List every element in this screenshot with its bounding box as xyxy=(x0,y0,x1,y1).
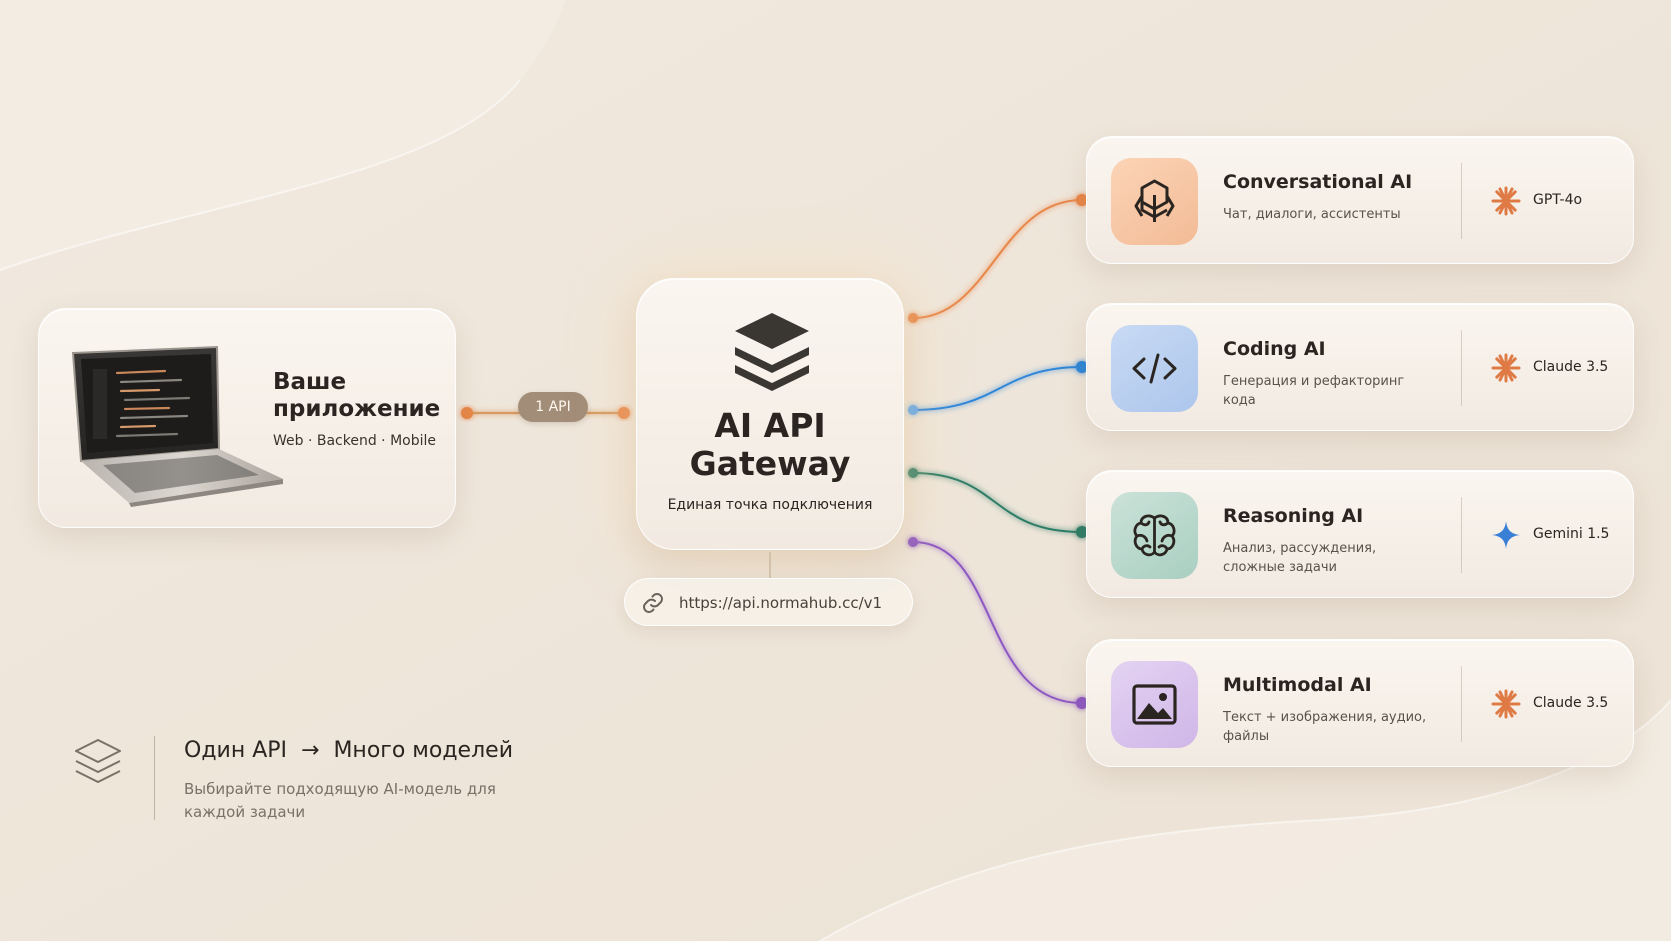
image-icon xyxy=(1111,661,1198,748)
model-description: Генерация и рефакторинг кода xyxy=(1223,374,1405,408)
caption-subtitle: Выбирайте подходящую AI-модель для каждо… xyxy=(184,780,496,821)
layers-icon xyxy=(735,313,809,391)
model-card-multimodal[interactable]: Multimodal AI Текст + изображения, аудио… xyxy=(1086,639,1634,767)
divider xyxy=(1461,163,1462,239)
divider xyxy=(1461,666,1462,742)
model-description: Чат, диалоги, ассистенты xyxy=(1223,207,1401,222)
gateway-title: AI API Gateway xyxy=(689,406,851,483)
model-name: Claude 3.5 xyxy=(1533,695,1609,711)
app-title: Ваше приложение xyxy=(273,369,441,422)
asterisk-icon xyxy=(1491,186,1521,216)
model-name: Claude 3.5 xyxy=(1533,359,1609,375)
laptop-icon xyxy=(71,345,283,507)
divider xyxy=(1461,330,1462,406)
caption-divider xyxy=(154,736,155,820)
app-subtitle: Web · Backend · Mobile xyxy=(273,433,437,449)
sparkle-icon xyxy=(1492,521,1520,549)
gateway-card: AI API Gateway Единая точка подключения xyxy=(636,278,904,550)
arrow-right-icon: → xyxy=(301,738,320,763)
api-count-pill: 1 API xyxy=(518,392,588,422)
divider xyxy=(1461,497,1462,573)
model-name: GPT-4o xyxy=(1533,192,1583,208)
model-name: Gemini 1.5 xyxy=(1533,526,1610,542)
caption-left: Один API xyxy=(184,738,288,763)
model-title: Conversational AI xyxy=(1223,171,1413,193)
asterisk-icon xyxy=(1491,353,1521,383)
gateway-url[interactable]: https://api.normahub.cc/v1 xyxy=(624,578,913,626)
code-icon xyxy=(1111,325,1198,412)
caption-title: Один API → Много моделей xyxy=(184,738,513,763)
model-title: Reasoning AI xyxy=(1223,505,1364,527)
gateway-url-text: https://api.normahub.cc/v1 xyxy=(679,594,883,612)
layers-outline-icon xyxy=(75,739,121,783)
brain-icon xyxy=(1111,492,1198,579)
link-icon xyxy=(643,593,663,613)
openai-knot-icon xyxy=(1111,158,1198,245)
model-title: Coding AI xyxy=(1223,338,1326,360)
asterisk-icon xyxy=(1491,689,1521,719)
model-card-conversational[interactable]: Conversational AI Чат, диалоги, ассистен… xyxy=(1086,136,1634,264)
gateway-subtitle: Единая точка подключения xyxy=(667,497,873,513)
app-card: Ваше приложение Web · Backend · Mobile xyxy=(38,308,456,528)
model-description: Текст + изображения, аудио, файлы xyxy=(1223,710,1427,744)
model-title: Multimodal AI xyxy=(1223,674,1372,696)
model-card-reasoning[interactable]: Reasoning AI Анализ, рассуждения, сложны… xyxy=(1086,470,1634,598)
model-description: Анализ, рассуждения, сложные задачи xyxy=(1223,541,1377,575)
model-card-coding[interactable]: Coding AI Генерация и рефакторинг кода C… xyxy=(1086,303,1634,431)
caption-right: Много моделей xyxy=(333,738,513,763)
